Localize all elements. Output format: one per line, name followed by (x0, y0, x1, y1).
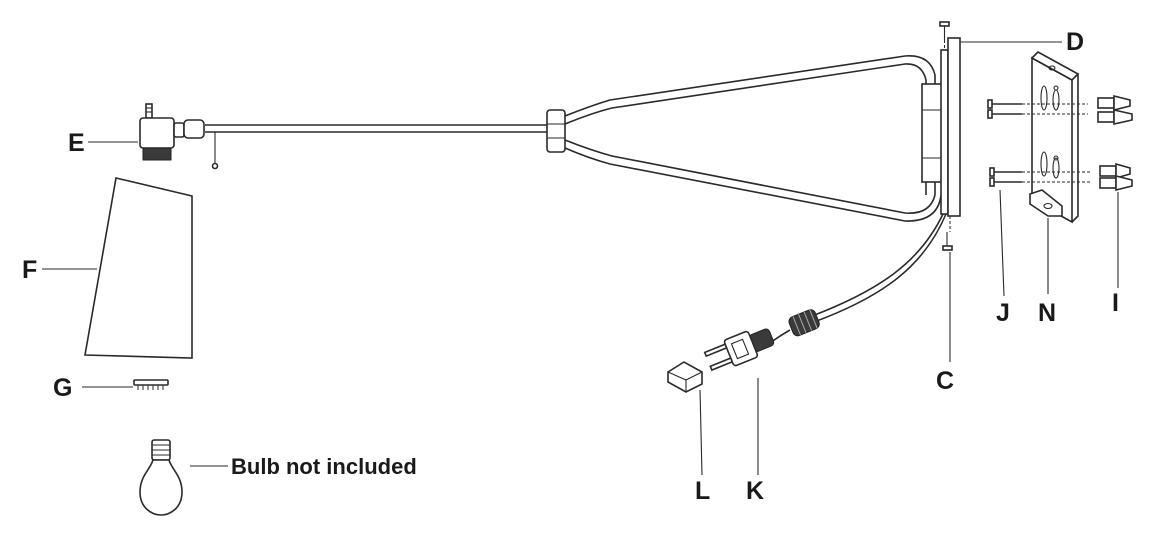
label-k: K (746, 477, 764, 505)
screws-part-j (987, 99, 1090, 187)
bulb-note: Bulb not included (231, 454, 417, 479)
lamp-shade-part-f (84, 177, 193, 359)
wall-anchors-part-i (1097, 94, 1133, 192)
label-c: C (936, 367, 954, 395)
label-e: E (68, 129, 85, 157)
cap-part-l (667, 361, 703, 393)
cord-and-plug-part-k (703, 213, 947, 372)
label-n: N (1038, 299, 1056, 327)
label-f: F (22, 256, 37, 284)
bulb-icon (139, 439, 183, 516)
leader-lines (42, 41, 1119, 476)
label-j: J (996, 299, 1010, 327)
label-g: G (53, 374, 72, 402)
label-l: L (695, 477, 710, 505)
socket-part-e (139, 103, 219, 170)
mounting-bracket-part-n (1029, 51, 1080, 224)
shade-ring-part-g (133, 379, 169, 390)
label-i: I (1112, 289, 1119, 317)
label-d: D (1066, 28, 1084, 56)
swing-arm (205, 55, 943, 222)
back-plate-part-d (939, 21, 961, 251)
